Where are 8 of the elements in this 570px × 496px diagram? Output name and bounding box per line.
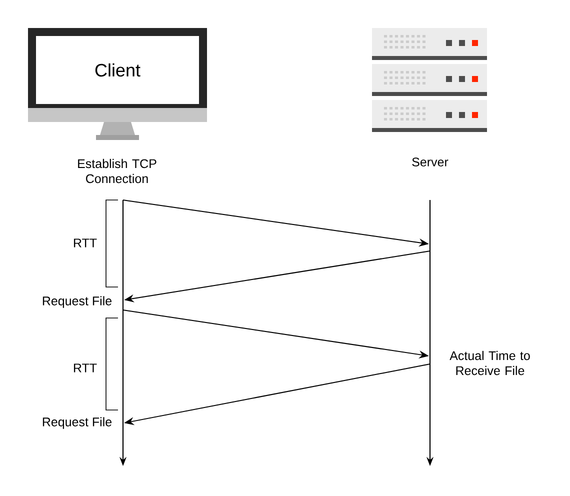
label: Request File <box>42 296 112 308</box>
node-label: Server <box>412 158 448 166</box>
monitor-drawing: Client <box>28 28 207 140</box>
label: RTT <box>74 364 97 372</box>
label: Request File <box>42 417 112 429</box>
label: RTT <box>74 238 97 248</box>
label: Actual Time to Receive File <box>450 350 530 376</box>
node-label: Establish TCP Connection <box>78 158 156 184</box>
